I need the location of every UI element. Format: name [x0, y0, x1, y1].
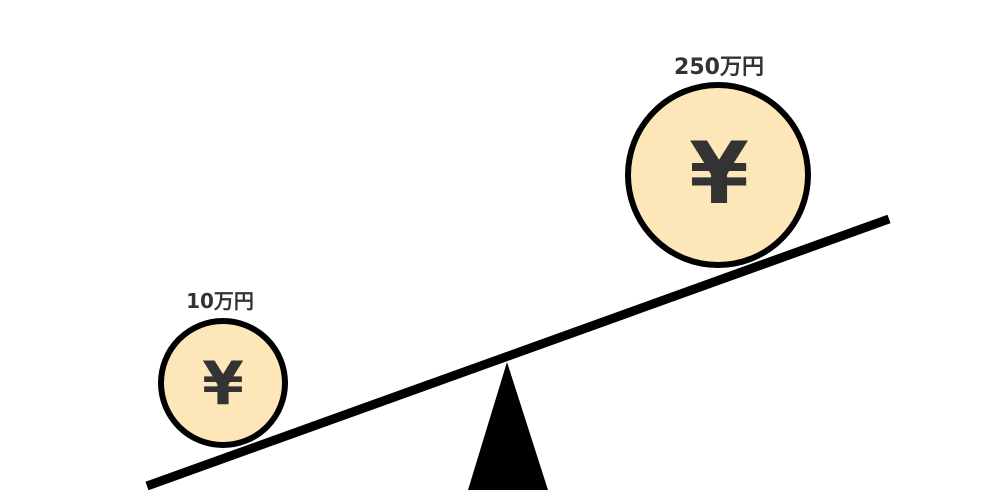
large-coin: [625, 82, 811, 268]
right-amount-label: 250万円: [674, 55, 764, 80]
small-yen-icon: ¥: [202, 349, 244, 419]
left-amount-label: 10万円: [186, 289, 254, 313]
seesaw-beam: [145, 214, 891, 491]
large-yen-icon: ¥: [689, 124, 749, 224]
small-coin: [158, 318, 288, 448]
fulcrum-triangle: [468, 362, 548, 490]
